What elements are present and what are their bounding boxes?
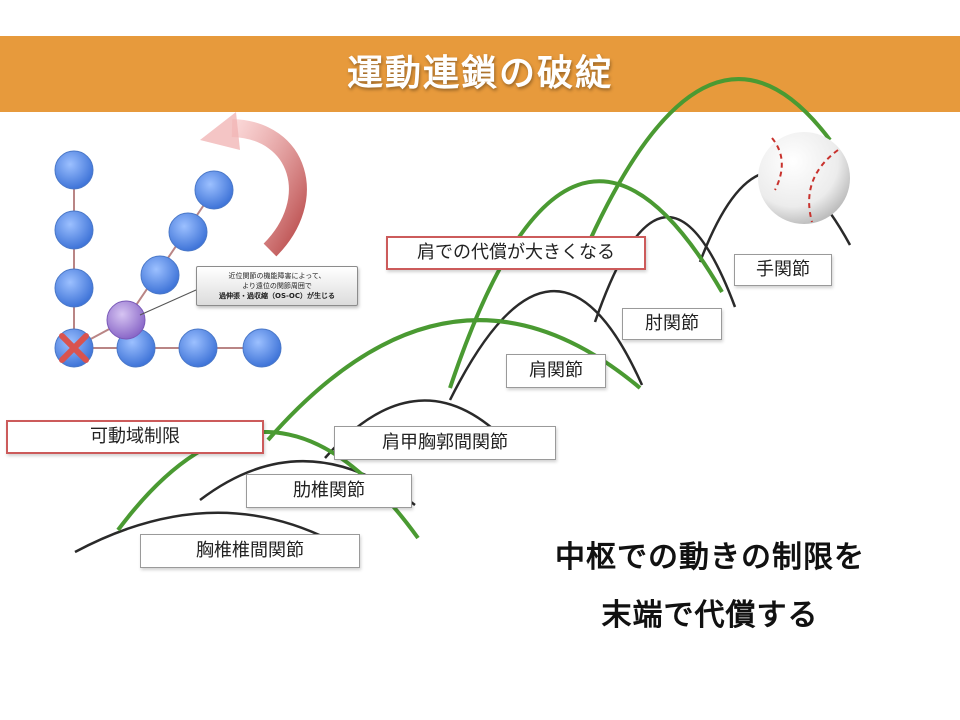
callout-note: 近位関節の機能障害によって、 より遠位の関節周囲で 過伸張・過収縮（OS-OC）… (196, 266, 358, 306)
joint-node (54, 150, 94, 190)
joint-node (168, 212, 208, 252)
label-costovertebral: 肋椎関節 (246, 474, 412, 508)
label-rom-limit: 可動域制限 (6, 420, 264, 454)
black-arc-4 (448, 290, 644, 401)
callout-line-3: 過伸張・過収縮（OS-OC）が生じる (219, 292, 335, 300)
baseball-icon (758, 132, 850, 224)
label-shoulder: 肩関節 (506, 354, 606, 388)
callout-line-2: より遠位の関節周囲で (242, 282, 312, 290)
label-elbow: 肘関節 (622, 308, 722, 340)
black-arc-5 (593, 216, 737, 323)
kinetic-chain-arcs (74, 77, 852, 554)
joint-node (54, 268, 94, 308)
label-shoulder-compensation: 肩での代償が大きくなる (386, 236, 646, 270)
joint-node (178, 328, 218, 368)
green-arc-4 (588, 77, 832, 241)
joint-node-highlight (106, 300, 146, 340)
rotation-arrow-icon (200, 112, 307, 257)
label-wrist: 手関節 (734, 254, 832, 286)
summary-line-1: 中枢での動きの制限を (555, 540, 865, 575)
black-arc-1 (74, 511, 331, 554)
blocked-x-icon (59, 333, 89, 363)
title-bar: 運動連鎖の破綻 (0, 36, 960, 112)
joint-node (140, 255, 180, 295)
joint-node (194, 170, 234, 210)
green-arc-3 (448, 179, 724, 389)
joint-node (242, 328, 282, 368)
label-thoracic: 胸椎椎間関節 (140, 534, 360, 568)
green-arc-2 (266, 318, 642, 442)
joint-chain-diagram (54, 112, 307, 368)
joint-node (54, 210, 94, 250)
callout-line-1: 近位関節の機能障害によって、 (228, 272, 326, 280)
page-title: 運動連鎖の破綻 (346, 53, 613, 94)
summary-line-2: 末端で代償する (601, 598, 819, 633)
label-scapulothoracic: 肩甲胸郭間関節 (334, 426, 556, 460)
